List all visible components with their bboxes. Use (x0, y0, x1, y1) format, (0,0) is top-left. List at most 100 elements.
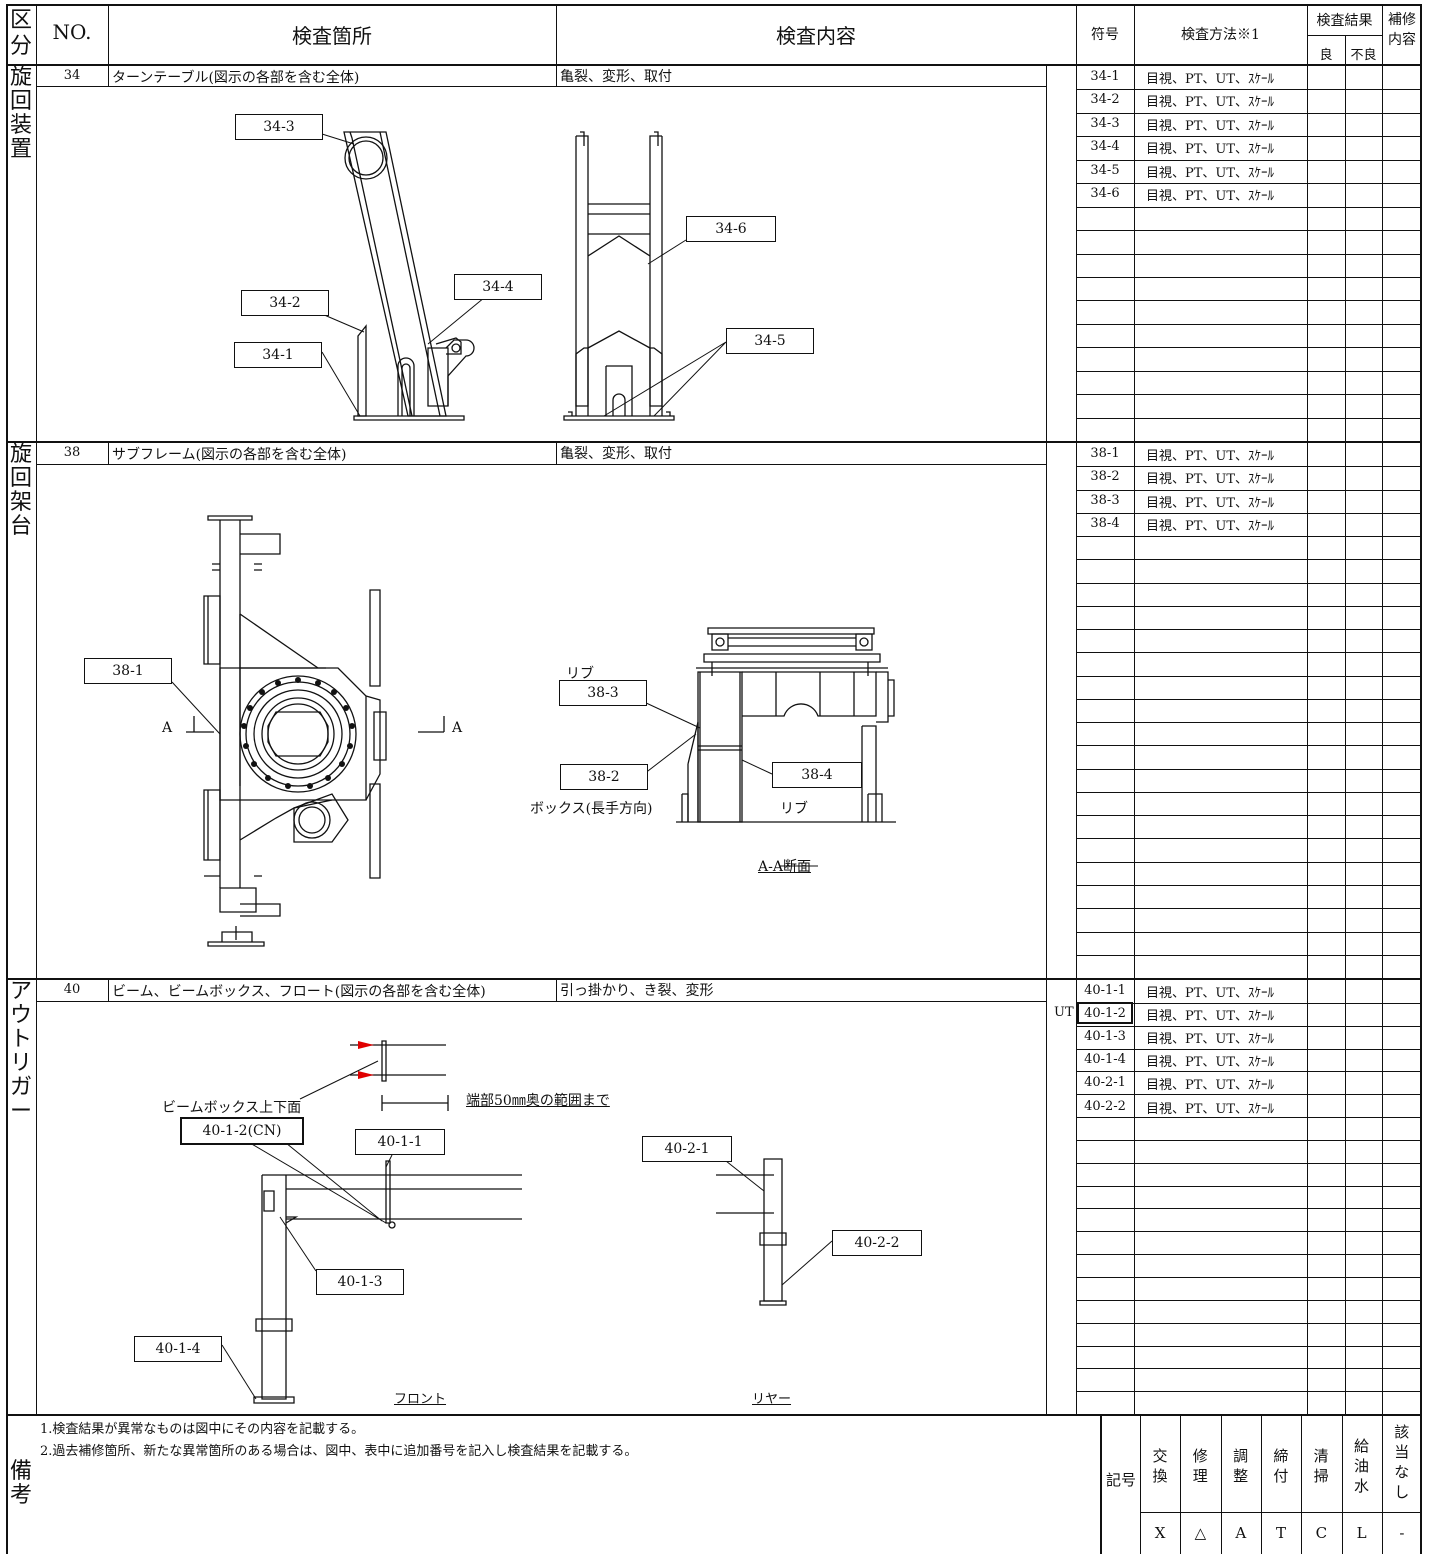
inspection-code: 34-3 (1090, 115, 1120, 131)
label-38-4: 38-4 (772, 762, 862, 788)
result-good-cell[interactable] (1308, 514, 1344, 535)
result-good-cell[interactable] (1308, 491, 1344, 512)
note-box-surface: ビームボックス上下面 (162, 1100, 302, 1116)
table-row-line (1076, 768, 1422, 770)
table-row-line (1076, 230, 1422, 232)
table-row-line (1076, 466, 1422, 468)
section3-location: ビーム、ビームボックス、フロート(図示の各部を含む全体) (112, 984, 486, 1000)
result-good-cell[interactable] (1308, 1050, 1344, 1071)
legend-item-mark: A (1235, 1524, 1247, 1542)
table-row-line (1076, 1208, 1422, 1210)
inspection-method: 目視、PT、UT、ｽｹｰﾙ (1146, 1032, 1275, 1048)
inspection-code: 38-4 (1090, 515, 1120, 531)
header-no: NO. (52, 20, 92, 44)
result-bad-cell[interactable] (1346, 184, 1382, 205)
table-row-line (1076, 605, 1422, 607)
legend-item-name: 調整 (1233, 1447, 1249, 1485)
table-row-line (1076, 954, 1422, 956)
result-bad-cell[interactable] (1346, 491, 1382, 512)
table-row-line (1076, 206, 1422, 208)
result-good-cell[interactable] (1308, 67, 1344, 88)
table-row-line (1076, 1002, 1422, 1004)
result-good-cell[interactable] (1308, 981, 1344, 1002)
result-bad-cell[interactable] (1346, 444, 1382, 465)
table-row-line (1076, 1025, 1422, 1027)
table-row-line (1076, 838, 1422, 840)
result-good-cell[interactable] (1308, 184, 1344, 205)
table-row-line (1076, 1254, 1422, 1256)
result-bad-cell[interactable] (1346, 67, 1382, 88)
section2-category: 旋回架台 (9, 442, 32, 539)
table-row-line (1076, 861, 1422, 863)
result-bad-cell[interactable] (1346, 981, 1382, 1002)
label-40-1-4: 40-1-4 (134, 1336, 222, 1362)
inspection-method: 目視、PT、UT、ｽｹｰﾙ (1146, 72, 1275, 87)
remarks-line2: 2.過去補修箇所、新たな異常箇所のある場合は、図中、表中に追加番号を記入し検査結… (40, 1444, 638, 1459)
label-34-1: 34-1 (234, 342, 322, 368)
subframe-drawing (171, 515, 896, 947)
table-row-line (1076, 722, 1422, 724)
header-method: 検査方法※1 (1181, 27, 1260, 43)
table-row-line (1076, 1345, 1422, 1347)
label-40-1-1: 40-1-1 (355, 1129, 445, 1155)
section1-no: 34 (63, 68, 81, 83)
result-bad-cell[interactable] (1346, 1073, 1382, 1094)
result-good-cell[interactable] (1308, 444, 1344, 465)
label-40-2-1: 40-2-1 (642, 1136, 732, 1162)
table-row-line (1076, 489, 1422, 491)
result-good-cell[interactable] (1308, 114, 1344, 135)
table-row-line (1076, 698, 1422, 700)
result-bad-cell[interactable] (1346, 161, 1382, 182)
table-row-line (1076, 536, 1422, 537)
table-row-line (1076, 1094, 1422, 1096)
table-row-line (1076, 1322, 1422, 1324)
table-row-line (1076, 629, 1422, 631)
result-bad-cell[interactable] (1346, 1097, 1382, 1118)
result-bad-cell[interactable] (1346, 1004, 1382, 1025)
table-row-line (1076, 1071, 1422, 1073)
result-bad-cell[interactable] (1346, 1027, 1382, 1048)
table-row-line (1076, 1299, 1422, 1301)
result-good-cell[interactable] (1308, 90, 1344, 111)
table-row-line (1076, 1231, 1422, 1233)
inspection-method: 目視、PT、UT、ｽｹｰﾙ (1146, 165, 1275, 181)
legend-item-mark: X (1154, 1524, 1166, 1542)
result-bad-cell[interactable] (1346, 90, 1382, 111)
label-34-6: 34-6 (686, 216, 776, 242)
table-row-line (1076, 908, 1422, 910)
section1-category: 旋回装置 (9, 65, 32, 162)
table-row-line (1076, 347, 1422, 349)
inspection-code: 34-6 (1090, 186, 1120, 201)
result-good-cell[interactable] (1308, 161, 1344, 182)
table-row-line (1076, 512, 1422, 514)
table-row-line (1076, 417, 1422, 419)
table-row-line (1076, 791, 1422, 793)
inspection-method: 目視、PT、UT、ｽｹｰﾙ (1146, 118, 1275, 134)
table-row-line (1076, 323, 1422, 325)
section1-location: ターンテーブル(図示の各部を含む全体) (112, 70, 360, 86)
result-bad-cell[interactable] (1346, 467, 1382, 488)
result-good-cell[interactable] (1308, 137, 1344, 158)
table-row-line (1076, 276, 1422, 278)
result-good-cell[interactable] (1308, 467, 1344, 488)
result-bad-cell[interactable] (1346, 137, 1382, 158)
table-row-line (1076, 1185, 1422, 1187)
inspection-code: 34-2 (1090, 92, 1120, 108)
result-bad-cell[interactable] (1346, 514, 1382, 535)
inspection-method: 目視、PT、UT、ｽｹｰﾙ (1146, 986, 1275, 1001)
section2-location: サブフレーム(図示の各部を含む全体) (112, 447, 347, 463)
inspection-code: 38-2 (1090, 469, 1120, 485)
legend-item-mark: △ (1194, 1524, 1207, 1542)
result-bad-cell[interactable] (1346, 1050, 1382, 1071)
table-row-line (1076, 1162, 1422, 1164)
inspection-method: 目視、PT、UT、ｽｹｰﾙ (1146, 1009, 1275, 1025)
inspection-method: 目視、PT、UT、ｽｹｰﾙ (1146, 95, 1275, 111)
result-good-cell[interactable] (1308, 1097, 1344, 1118)
sheet-frame (6, 4, 1422, 1554)
result-bad-cell[interactable] (1346, 114, 1382, 135)
result-good-cell[interactable] (1308, 1004, 1344, 1025)
inspection-method: 目視、PT、UT、ｽｹｰﾙ (1146, 495, 1275, 511)
result-good-cell[interactable] (1308, 1073, 1344, 1094)
result-good-cell[interactable] (1308, 1027, 1344, 1048)
note-a-left: A (162, 720, 173, 736)
